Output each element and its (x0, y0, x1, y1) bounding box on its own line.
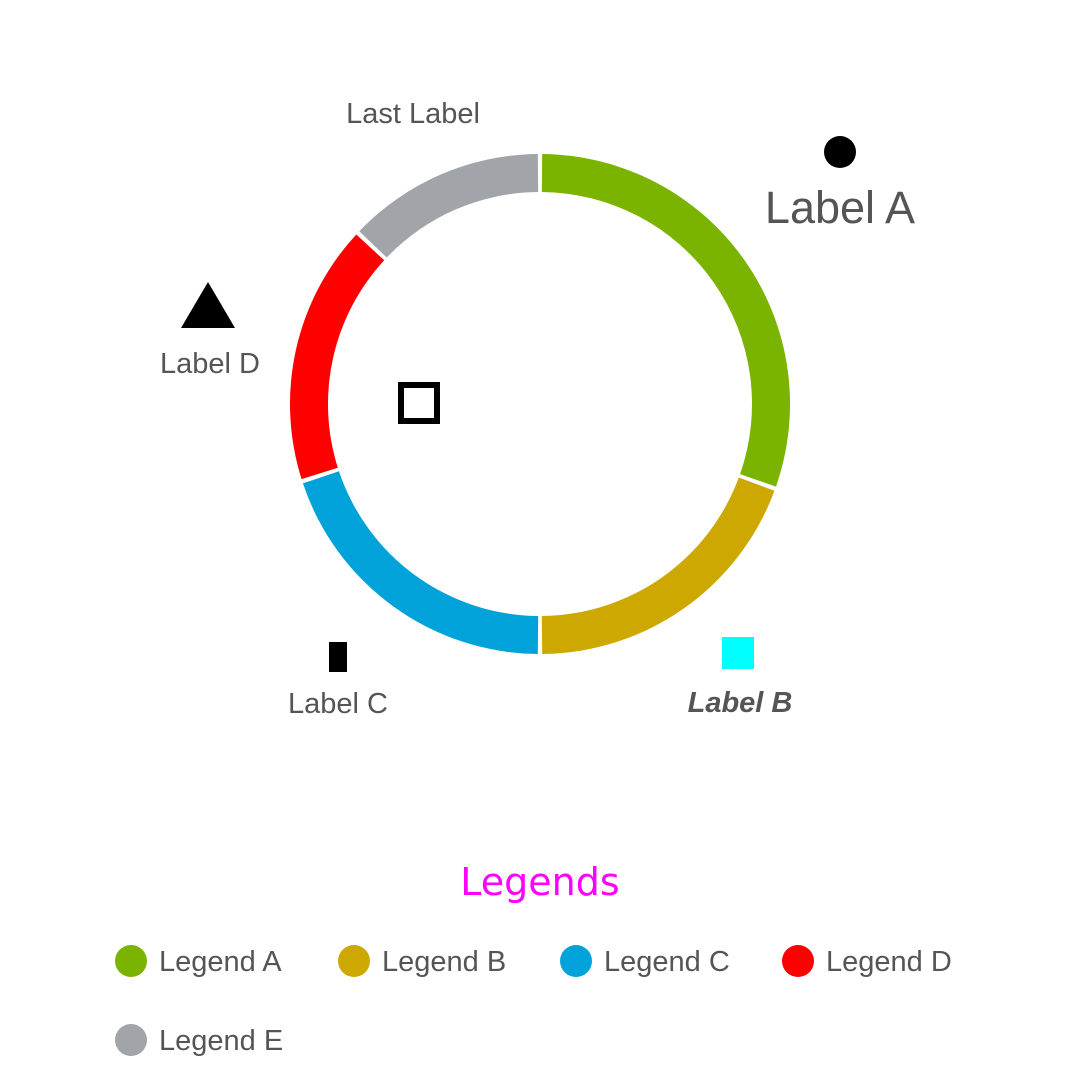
slice-label-label-c: Label C (288, 688, 388, 720)
slice-labels: Label A Label B Label C Label D Last Label (160, 98, 915, 720)
label-c-marker (329, 642, 347, 672)
legend-item-legend-e: Legend E (115, 1024, 283, 1057)
legend-swatch (115, 1024, 147, 1056)
slice-label-label-b: Label B (688, 687, 793, 719)
slice-legend-c (302, 471, 539, 654)
label-b-marker (722, 637, 754, 669)
slice-markers (181, 136, 856, 672)
legend: Legend A Legend B Legend C Legend D Legend E (115, 945, 952, 1057)
legend-label: Legend D (826, 946, 952, 978)
label-d-marker (181, 282, 235, 328)
legend-label: Legend E (159, 1025, 283, 1057)
slice-legend-b (541, 477, 775, 654)
slice-legend-e (359, 154, 539, 258)
legend-swatch (782, 945, 814, 977)
slice-label-last-label: Last Label (346, 98, 480, 130)
legend-label: Legend C (604, 946, 730, 978)
donut-slices (290, 154, 790, 654)
legend-swatch (115, 945, 147, 977)
slice-legend-d (290, 234, 385, 480)
legend-item-legend-d: Legend D (782, 945, 952, 978)
legend-item-legend-c: Legend C (560, 945, 730, 978)
legend-item-legend-b: Legend B (338, 945, 506, 978)
legend-title: Legends (460, 860, 619, 904)
legend-label: Legend A (159, 946, 282, 978)
slice-label-label-a: Label A (765, 182, 915, 233)
label-a-marker (824, 136, 856, 168)
legend-label: Legend B (382, 946, 506, 978)
legend-swatch (338, 945, 370, 977)
legend-item-legend-a: Legend A (115, 945, 282, 978)
legend-swatch (560, 945, 592, 977)
slice-legend-a (541, 154, 790, 487)
slice-label-label-d: Label D (160, 348, 260, 380)
center-square-icon (398, 382, 440, 424)
